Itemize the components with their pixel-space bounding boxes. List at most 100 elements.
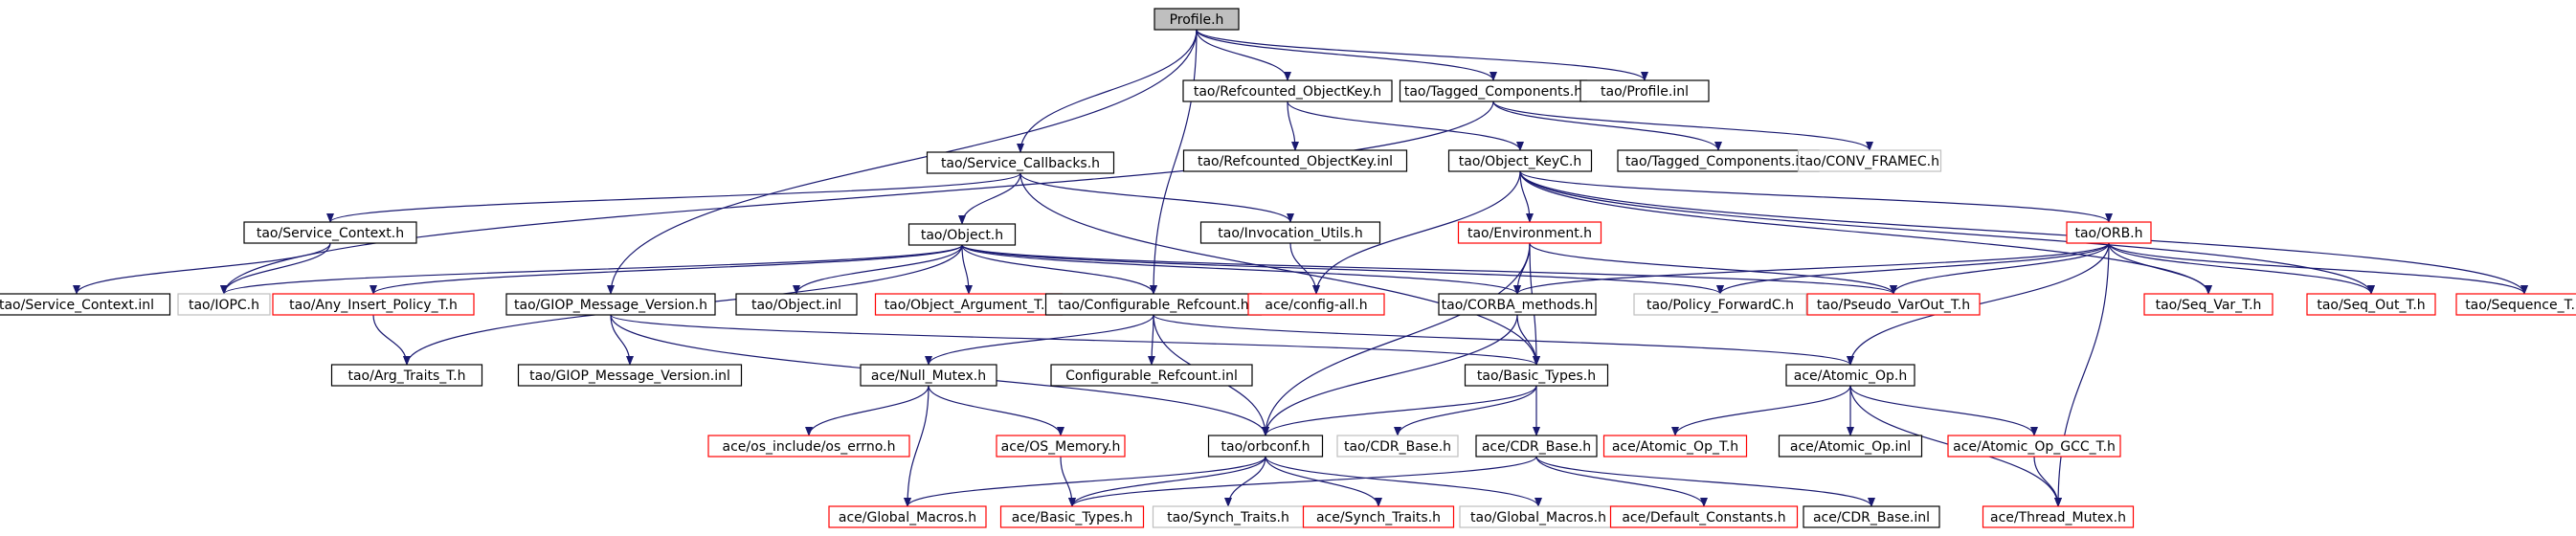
- node-refcounted-objectkey-h[interactable]: tao/Refcounted_ObjectKey.h: [1182, 79, 1393, 102]
- node-policy-forwardc-h[interactable]: tao/Policy_ForwardC.h: [1633, 293, 1807, 316]
- node-label: ace/Atomic_Op.inl: [1790, 439, 1911, 455]
- edge-tagged-components-h-to-iopc-h: [220, 100, 1494, 295]
- edge-null-mutex-h-to-global-macros-h-ace: [904, 385, 930, 507]
- node-invocation-utils-h[interactable]: tao/Invocation_Utils.h: [1199, 221, 1381, 244]
- node-box: [1609, 505, 1799, 528]
- node-label: tao/CONV_FRAMEC.h: [1800, 154, 1939, 169]
- node-label: ace/config-all.h: [1265, 298, 1367, 313]
- edge-object-keyc-h-to-seq-out-t-h: [1519, 170, 2375, 295]
- edge-object-keyc-h-to-environment-h: [1519, 170, 1534, 223]
- node-giop-message-version-h[interactable]: tao/GIOP_Message_Version.h: [505, 293, 716, 316]
- node-corba-methods-h[interactable]: tao/CORBA_methods.h: [1438, 293, 1597, 316]
- node-global-macros-h-ace[interactable]: ace/Global_Macros.h: [828, 505, 987, 528]
- node-object-inl[interactable]: tao/Object.inl: [735, 293, 858, 316]
- node-global-macros-h-tao[interactable]: tao/Global_Macros.h: [1459, 505, 1618, 528]
- node-object-keyc-h[interactable]: tao/Object_KeyC.h: [1447, 149, 1593, 172]
- node-config-all-h[interactable]: ace/config-all.h: [1247, 293, 1385, 316]
- edge-object-h-to-object-argument-t-h: [961, 244, 973, 295]
- node-refcounted-objectkey-inl[interactable]: tao/Refcounted_ObjectKey.inl: [1182, 149, 1408, 172]
- edge-orb-h-to-thread-mutex-h: [2054, 242, 2110, 507]
- node-object-h[interactable]: tao/Object.h: [907, 223, 1017, 246]
- edge-profile-h-to-service-callbacks-h: [1017, 29, 1198, 153]
- edge-null-mutex-h-to-os-memory-h: [928, 385, 1064, 436]
- node-box: [860, 364, 997, 387]
- node-thread-mutex-h[interactable]: ace/Thread_Mutex.h: [1982, 505, 2135, 528]
- node-orbconf-h[interactable]: tao/orbconf.h: [1207, 435, 1324, 458]
- edge-cdr-base-h-ace-to-default-constants-h: [1535, 456, 1708, 507]
- node-basic-types-h-ace[interactable]: ace/Basic_Types.h: [999, 505, 1145, 528]
- node-label: tao/IOPC.h: [189, 298, 259, 313]
- node-box: [272, 293, 475, 316]
- node-box: [1438, 293, 1597, 316]
- node-environment-h[interactable]: tao/Environment.h: [1457, 221, 1602, 244]
- node-iopc-h[interactable]: tao/IOPC.h: [177, 293, 271, 316]
- node-null-mutex-h[interactable]: ace/Null_Mutex.h: [860, 364, 997, 387]
- node-label: ace/Global_Macros.h: [839, 510, 976, 525]
- node-label: tao/ORB.h: [2074, 226, 2142, 241]
- node-cdr-base-inl[interactable]: ace/CDR_Base.inl: [1803, 505, 1940, 528]
- node-os-errno-h[interactable]: ace/os_include/os_errno.h: [707, 435, 910, 458]
- node-seq-out-t-h[interactable]: tao/Seq_Out_T.h: [2306, 293, 2436, 316]
- node-synch-traits-h-tao[interactable]: tao/Synch_Traits.h: [1152, 505, 1305, 528]
- node-profile-h[interactable]: Profile.h: [1154, 8, 1240, 31]
- edge-os-memory-h-to-basic-types-h-ace: [1060, 456, 1076, 507]
- edge-service-callbacks-h-to-object-h: [958, 172, 1021, 225]
- node-atomic-op-t-h[interactable]: ace/Atomic_Op_T.h: [1602, 435, 1748, 458]
- node-giop-message-version-inl[interactable]: tao/GIOP_Message_Version.inl: [517, 364, 743, 387]
- node-sequence-t-h[interactable]: tao/Sequence_T.h: [2455, 293, 2576, 316]
- node-atomic-op-inl[interactable]: ace/Atomic_Op.inl: [1778, 435, 1923, 458]
- node-tagged-components-h[interactable]: tao/Tagged_Components.h: [1399, 79, 1588, 102]
- node-label: tao/Refcounted_ObjectKey.h: [1194, 84, 1381, 100]
- node-atomic-op-gcc-t-h[interactable]: ace/Atomic_Op_GCC_T.h: [1947, 435, 2121, 458]
- edge-object-h-to-corba-methods-h: [961, 244, 1521, 295]
- node-box: [1475, 435, 1598, 458]
- node-box: [1302, 505, 1455, 528]
- node-box: [926, 151, 1115, 174]
- node-arg-traits-t-h[interactable]: tao/Arg_Traits_T.h: [330, 364, 483, 387]
- node-box: [1199, 221, 1381, 244]
- node-box: [1797, 149, 1942, 172]
- node-box: [828, 505, 987, 528]
- edge-refcounted-objectkey-h-to-object-keyc-h: [1287, 100, 1524, 151]
- node-profile-inl[interactable]: tao/Profile.inl: [1579, 79, 1710, 102]
- edge-null-mutex-h-to-os-errno-h: [805, 385, 930, 436]
- node-seq-var-t-h[interactable]: tao/Seq_Var_T.h: [2143, 293, 2274, 316]
- node-configurable-refcount-h[interactable]: tao/Configurable_Refcount.h: [1044, 293, 1263, 316]
- edge-orbconf-h-to-global-macros-h-ace: [904, 456, 1266, 507]
- node-basic-types-h-tao[interactable]: tao/Basic_Types.h: [1464, 364, 1609, 387]
- node-synch-traits-h-ace[interactable]: ace/Synch_Traits.h: [1302, 505, 1455, 528]
- node-service-callbacks-h[interactable]: tao/Service_Callbacks.h: [926, 151, 1115, 174]
- node-pseudo-varout-t-h[interactable]: tao/Pseudo_VarOut_T.h: [1806, 293, 1981, 316]
- node-cdr-base-h-ace[interactable]: ace/CDR_Base.h: [1475, 435, 1598, 458]
- node-object-argument-t-h[interactable]: tao/Object_Argument_T.h: [874, 293, 1064, 316]
- edge-orb-h-to-seq-out-t-h: [2108, 242, 2375, 295]
- edge-atomic-op-gcc-t-h-to-thread-mutex-h: [2033, 456, 2062, 507]
- node-label: tao/Seq_Out_T.h: [2317, 298, 2425, 313]
- node-box: [0, 293, 171, 316]
- node-label: tao/GIOP_Message_Version.h: [514, 298, 707, 313]
- node-service-context-inl[interactable]: tao/Service_Context.inl: [0, 293, 171, 316]
- edge-basic-types-h-tao-to-orbconf-h: [1262, 385, 1537, 436]
- edge-orbconf-h-to-synch-traits-h-tao: [1224, 456, 1266, 507]
- node-orb-h[interactable]: tao/ORB.h: [2066, 221, 2152, 244]
- node-cdr-base-h-tao[interactable]: tao/CDR_Base.h: [1336, 435, 1459, 458]
- node-conv-framec-h[interactable]: tao/CONV_FRAMEC.h: [1797, 149, 1942, 172]
- edge-orb-h-to-seq-var-t-h: [2108, 242, 2212, 295]
- node-box: [1785, 364, 1915, 387]
- node-label: tao/Synch_Traits.h: [1167, 510, 1289, 525]
- edge-orb-h-to-pseudo-varout-t-h: [1890, 242, 2110, 295]
- edges-layer: [73, 29, 2528, 507]
- node-tagged-components-inl[interactable]: tao/Tagged_Components.inl: [1617, 149, 1820, 172]
- node-box: [1778, 435, 1923, 458]
- node-configurable-refcount-inl[interactable]: Configurable_Refcount.inl: [1050, 364, 1253, 387]
- node-service-context-h[interactable]: tao/Service_Context.h: [243, 221, 417, 244]
- node-box: [1806, 293, 1981, 316]
- node-os-memory-h[interactable]: ace/OS_Memory.h: [996, 435, 1126, 458]
- node-box: [1336, 435, 1459, 458]
- node-atomic-op-h[interactable]: ace/Atomic_Op.h: [1785, 364, 1915, 387]
- node-box: [1579, 79, 1710, 102]
- node-default-constants-h[interactable]: ace/Default_Constants.h: [1609, 505, 1799, 528]
- node-any-insert-policy-t-h[interactable]: tao/Any_Insert_Policy_T.h: [272, 293, 475, 316]
- node-box: [1464, 364, 1609, 387]
- node-label: tao/Object.h: [921, 228, 1003, 243]
